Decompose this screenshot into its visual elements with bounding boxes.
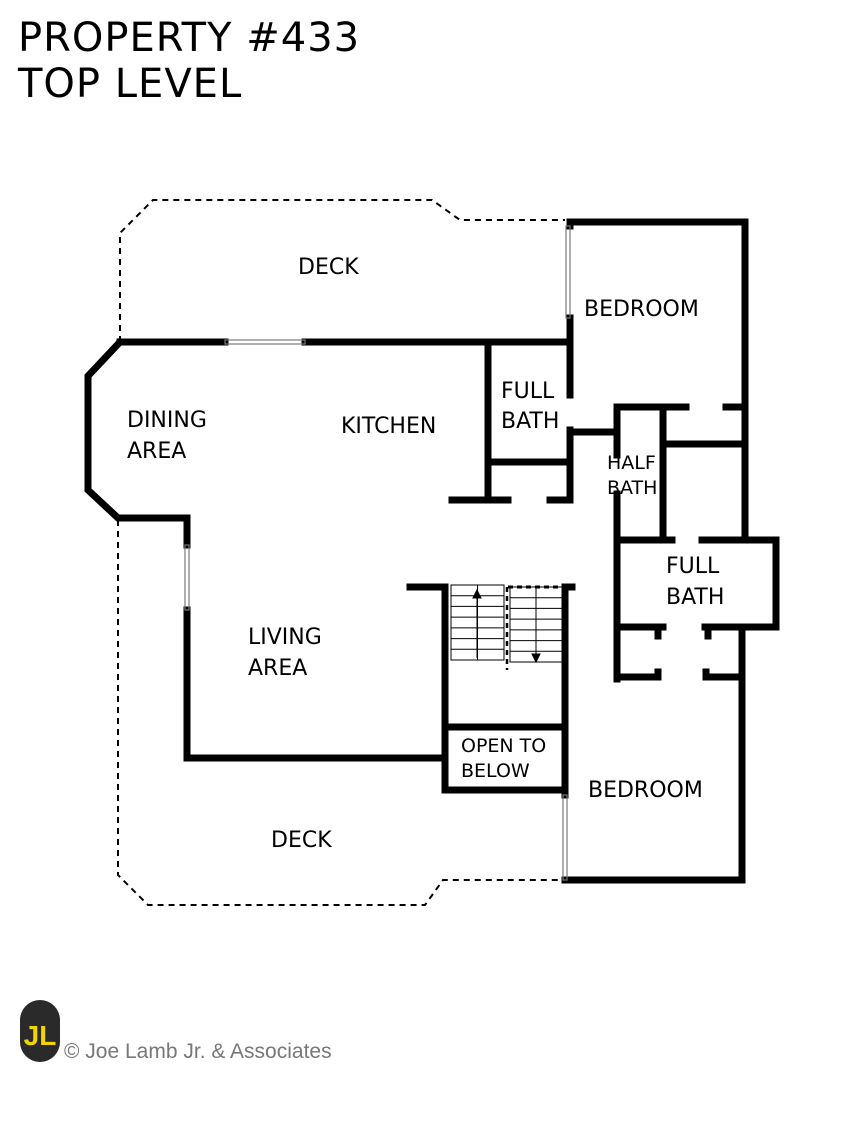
label-bedroom-top: BEDROOM (584, 297, 699, 322)
label-kitchen: KITCHEN (341, 414, 436, 439)
svg-text:JL: JL (24, 1020, 57, 1051)
label-full-bath-top-2: BATH (501, 409, 559, 434)
label-deck-top: DECK (298, 255, 359, 280)
copyright-text: © Joe Lamb Jr. & Associates (64, 1040, 332, 1063)
label-bedroom-bottom: BEDROOM (588, 778, 703, 803)
label-dining-2: AREA (127, 439, 186, 464)
company-logo: JL (20, 1000, 60, 1062)
stair-down-arrow (531, 586, 541, 664)
label-half-bath-1: HALF (607, 452, 656, 474)
label-full-bath-right-2: BATH (666, 585, 724, 610)
stair-up-arrow (472, 588, 482, 658)
label-full-bath-right-1: FULL (666, 554, 720, 579)
level-title: TOP LEVEL (18, 61, 243, 107)
windows (184, 225, 571, 881)
deck-outline-top (119, 199, 565, 342)
label-half-bath-2: BATH (607, 477, 657, 499)
walls (84, 218, 780, 884)
label-open-to-below-2: BELOW (461, 760, 530, 782)
label-open-to-below-1: OPEN TO (461, 735, 546, 757)
label-deck-bottom: DECK (271, 828, 332, 853)
label-living-1: LIVING (248, 625, 322, 650)
label-dining-1: DINING (127, 408, 207, 433)
label-full-bath-top-1: FULL (501, 379, 555, 404)
property-title: PROPERTY #433 (18, 15, 361, 61)
label-living-2: AREA (248, 656, 307, 681)
